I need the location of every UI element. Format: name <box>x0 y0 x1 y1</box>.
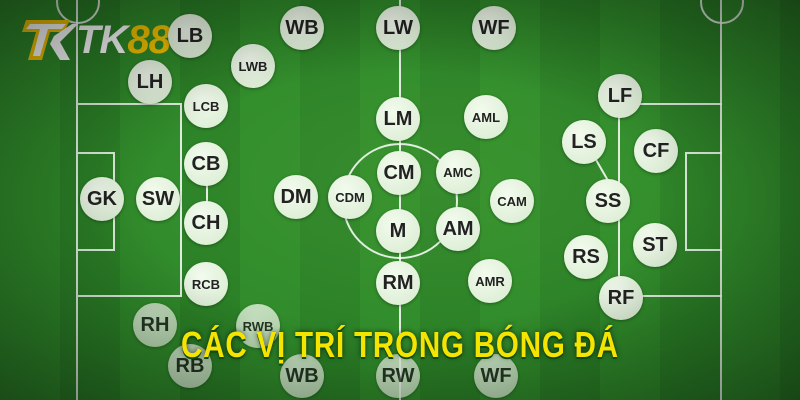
left-penalty-box <box>78 103 182 297</box>
position-rm: RM <box>376 261 420 305</box>
position-lw: LW <box>376 6 420 50</box>
position-sw: SW <box>136 177 180 221</box>
position-st: ST <box>633 223 677 267</box>
position-aml: AML <box>464 95 508 139</box>
position-rw: RW <box>376 354 420 398</box>
brand-logo: TK88 <box>20 14 171 66</box>
position-lh: LH <box>128 60 172 104</box>
position-wf-bottom: WF <box>474 354 518 398</box>
position-lb: LB <box>168 14 212 58</box>
brand-name: TK88 <box>76 17 171 63</box>
position-cf: CF <box>634 129 678 173</box>
position-lcb: LCB <box>184 84 228 128</box>
position-ch: CH <box>184 201 228 245</box>
position-dm: DM <box>274 175 318 219</box>
position-m: M <box>376 209 420 253</box>
position-cb: CB <box>184 142 228 186</box>
position-wf-top: WF <box>472 6 516 50</box>
position-am: AM <box>436 207 480 251</box>
position-rf: RF <box>599 276 643 320</box>
caption-title: CÁC VỊ TRÍ TRONG BÓNG ĐÁ <box>181 324 619 365</box>
position-wb-bottom: WB <box>280 354 324 398</box>
position-rh: RH <box>133 303 177 347</box>
position-ss: SS <box>586 179 630 223</box>
brand-letters: TK <box>76 17 128 62</box>
position-rs: RS <box>564 235 608 279</box>
position-lm: LM <box>376 97 420 141</box>
position-rcb: RCB <box>184 262 228 306</box>
right-goal-box <box>685 152 722 251</box>
position-rwb: RWB <box>236 304 280 348</box>
position-cdm: CDM <box>328 175 372 219</box>
position-gk: GK <box>80 177 124 221</box>
position-amc: AMC <box>436 150 480 194</box>
position-cam: CAM <box>490 179 534 223</box>
right-touchline <box>720 0 722 400</box>
position-rb: RB <box>168 344 212 388</box>
position-wb-top: WB <box>280 6 324 50</box>
position-lf: LF <box>598 74 642 118</box>
position-amr: AMR <box>468 259 512 303</box>
position-ls: LS <box>562 120 606 164</box>
position-cm: CM <box>377 151 421 195</box>
top-right-corner-arc <box>700 0 744 24</box>
connector-line <box>206 170 208 220</box>
position-lwb: LWB <box>231 44 275 88</box>
brand-number: 88 <box>127 17 170 62</box>
tk-logo-icon <box>22 20 78 60</box>
left-touchline <box>76 0 78 400</box>
